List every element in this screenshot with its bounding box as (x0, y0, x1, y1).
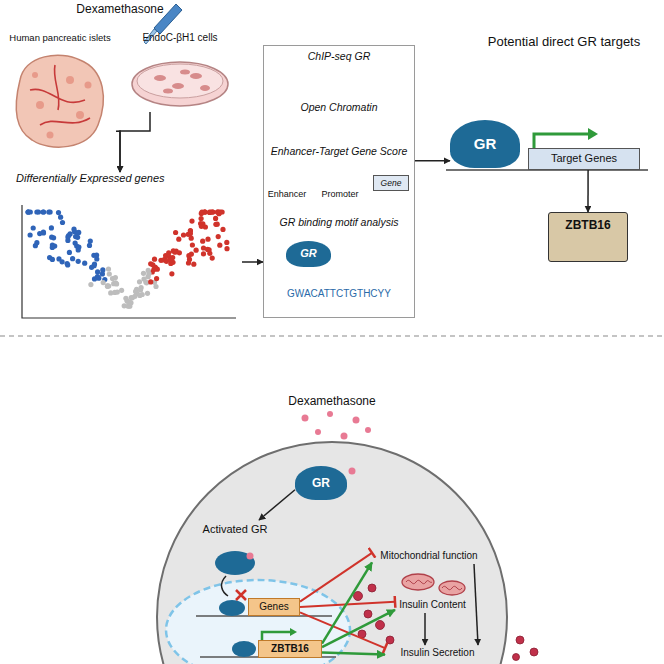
drug-molecule (349, 468, 356, 475)
node-text: ZBTB16 (565, 218, 610, 232)
node-text: Insulin Secretion (401, 647, 475, 659)
motif-sequence: GWACATTCTGTHCYY (263, 288, 415, 300)
sample-group: EndoC-βH1 cells (124, 32, 236, 112)
gene-card: ZBTB16 (548, 212, 628, 262)
gr-protein: GR (286, 241, 331, 267)
activated-gr: Activated GR (195, 520, 275, 578)
gr-blob (215, 551, 255, 575)
target-box: Target Genes (528, 148, 640, 170)
node-text: Differentially Expressed genes (16, 172, 165, 185)
node-text: Activated GR (203, 523, 268, 536)
element-label: Enhancer (264, 189, 310, 200)
activation-arrow (262, 632, 290, 640)
node-text: ZBTB16 (271, 643, 309, 655)
node-text: Insulin Content (399, 599, 466, 611)
analysis-panel: ChIP-seq GR Open ChromatinEnhancer-Target… (263, 45, 415, 318)
node-text: GR (300, 247, 317, 260)
gr-blob (232, 641, 256, 657)
gr-protein: GR (450, 120, 520, 168)
node-text: Human pancreatic islets (9, 32, 110, 43)
gene-box: Genes (248, 598, 300, 616)
gr-blob (219, 600, 245, 616)
connector (587, 170, 589, 212)
node-text: GR (312, 476, 330, 490)
node-text: Gene (381, 178, 402, 188)
activation-arrow-head (290, 628, 297, 636)
connector (424, 613, 426, 645)
connector (415, 160, 450, 162)
node-text: Enhancer-Target Gene Score (264, 145, 414, 158)
node-text: Mitochondrial function (380, 550, 477, 562)
effect-label: Insulin Content (395, 597, 470, 613)
element-label: Promoter (314, 189, 366, 200)
connector (322, 562, 372, 643)
drug-label: Dexamethasone (60, 2, 180, 16)
cell-outline (157, 442, 507, 664)
node-text: Open Chromatin (264, 101, 414, 114)
activation-arrow (534, 134, 588, 148)
drug-label: Dexamethasone (282, 394, 382, 408)
section-heading: Potential direct GR targets (468, 34, 660, 50)
connector (120, 112, 150, 172)
node-text: GR binding motif analysis (264, 216, 414, 229)
sample-group: Human pancreatic islets (4, 32, 116, 156)
node-text: ChIP-seq GR (264, 50, 414, 63)
culture-dish (132, 62, 228, 106)
connector (322, 610, 395, 647)
effect-label: Mitochondrial function (372, 548, 486, 564)
node-text: Target Genes (551, 152, 617, 165)
gr-protein: GR (295, 466, 347, 500)
separator (0, 335, 664, 336)
node-text: GR (474, 135, 497, 153)
insulin-granules (354, 584, 539, 661)
islet-illustration (16, 55, 103, 147)
volcano-plot (22, 205, 236, 318)
activation-arrow-head (588, 128, 598, 140)
connector (474, 564, 478, 645)
connector (300, 553, 372, 602)
translocation-arrow (222, 576, 228, 596)
node-text: Genes (259, 601, 288, 613)
drug-molecule (247, 553, 254, 560)
repression-cross (236, 590, 246, 600)
mitochondria (402, 574, 465, 595)
gene-box: Gene (373, 175, 409, 191)
drug-molecules (302, 411, 372, 440)
volcano-panel: Differentially Expressed genes (10, 172, 242, 322)
node-text: EndoC-βH1 cells (142, 32, 217, 44)
connector (259, 490, 295, 520)
connector (322, 653, 385, 655)
connector (242, 261, 263, 263)
gene-box: ZBTB16 (258, 640, 322, 658)
effect-label: Insulin Secretion (385, 645, 490, 661)
